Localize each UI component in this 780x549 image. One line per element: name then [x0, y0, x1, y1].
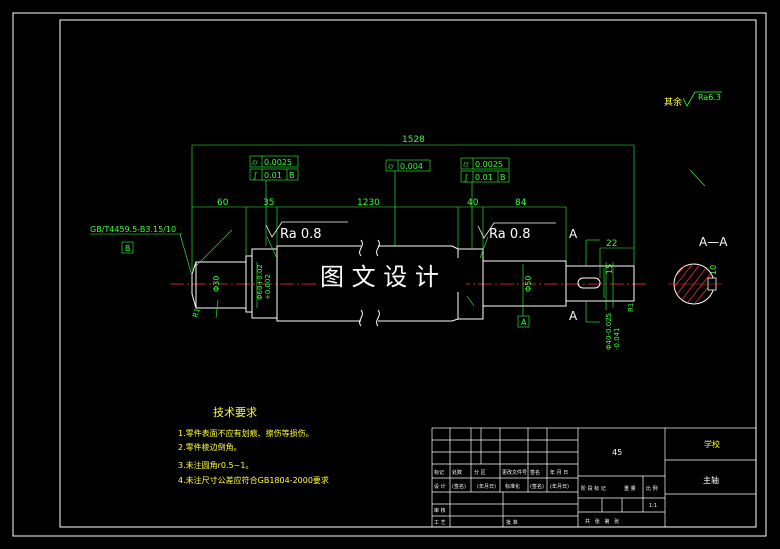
hdr-sign: 签名: [530, 469, 540, 476]
part-name: 主轴: [703, 475, 719, 485]
dim-84: 84: [515, 198, 527, 208]
design-sign: (签名): [452, 483, 466, 490]
dim-1230: 1230: [357, 198, 380, 208]
datum-b-box: [121, 241, 134, 254]
roughness-right: Ra 0.8: [489, 227, 531, 242]
watermark: 图 文 设 计: [320, 263, 439, 291]
roughness-right-icon: [477, 222, 556, 239]
dim-fit1b: +0.002: [264, 274, 272, 300]
hdr-date: 年 月 日: [550, 469, 568, 476]
tol-mid-symbol: ⌭: [388, 162, 394, 171]
design-date: (年月日): [477, 483, 496, 490]
tech-requirements: 技术要求 1.零件表面不应有划痕、擦伤等损伤。 2.零件棱边倒角。 3.未注圆角…: [178, 406, 329, 485]
dim-15: 15: [605, 264, 614, 274]
section-mark-bottom: A: [569, 309, 578, 323]
dim-fit1: Φ60+0.02: [256, 264, 264, 300]
title-block: [431, 427, 757, 528]
design-label: 设 计: [434, 483, 446, 490]
tech-item-1: 1.零件表面不应有划痕、擦伤等损伤。: [178, 428, 314, 438]
dim-10: 10: [709, 265, 718, 275]
process-label: 工 艺: [434, 520, 446, 526]
company: 学校: [704, 439, 720, 449]
weight-header: 重 量: [624, 485, 636, 492]
surface-finish-value: Ra6.3: [698, 93, 721, 102]
cross-section: [668, 263, 722, 305]
tolerance-frames: [249, 155, 510, 184]
tol-right-bottom-symbol: ∫: [464, 173, 468, 182]
tech-item-3: 3.未注圆角r0.5~1。: [178, 460, 253, 470]
surface-finish-label: 其余: [664, 96, 682, 108]
approve-label: 批 准: [506, 519, 518, 526]
roughness-symbol-icon: [682, 91, 722, 107]
surface-finish-note: 其余 Ra6.3: [664, 91, 722, 108]
dim-22: 22: [606, 239, 617, 249]
tol-mid-value: 0.004: [400, 162, 423, 171]
tol-left-bottom-symbol: ∫: [253, 171, 257, 180]
roughness-left-icon: [265, 221, 348, 238]
dim-fit2: Φ40-0.025: [605, 313, 613, 350]
tech-title: 技术要求: [213, 406, 257, 419]
tol-right-top-symbol: ⌭: [463, 160, 469, 169]
inner-border: [59, 19, 757, 528]
section-label: A—A: [699, 235, 728, 249]
hdr-count: 处数: [452, 469, 462, 476]
dim-fit2b: -0.041: [613, 327, 621, 350]
hdr-doc: 更改文件号: [502, 469, 527, 476]
dim-phi30: Φ30: [212, 276, 221, 292]
tol-right-bottom-datum: B: [500, 173, 506, 182]
hdr-mark: 标记: [434, 469, 444, 476]
tol-left-bottom-datum: B: [289, 171, 295, 180]
tol-left-top-symbol: ⌭: [252, 158, 258, 167]
standard-sign: (签名): [530, 483, 544, 490]
standard-label: 标准化: [505, 483, 520, 490]
material: 45: [612, 448, 622, 457]
sheets: 共 张 第 张: [585, 518, 619, 525]
outer-border: [12, 12, 767, 537]
roughness-marks: Ra 0.8 Ra 0.8: [265, 221, 556, 242]
dim-60: 60: [217, 198, 229, 208]
dim-r1b: R1: [627, 303, 635, 312]
watermark-bg: [316, 258, 466, 292]
tech-item-4: 4.未注尺寸公差应符合GB1804-2000要求: [178, 475, 329, 485]
dimension-texts: 1528 60 35 1230 40 84 22 15 10 Φ30 Φ50 Φ…: [191, 135, 718, 350]
section-mark-top: A: [569, 227, 578, 241]
datum-a-label: A: [521, 318, 527, 327]
roughness-left: Ra 0.8: [280, 227, 322, 242]
dimension-lines: [179, 144, 706, 323]
datum-b-label: B: [125, 244, 131, 253]
tolerance-texts: ⌭ 0.0025 ∫ 0.01 B ⌭ 0.004 ⌭ 0.0025 ∫ 0.0…: [252, 158, 506, 182]
scale-value: 1:1: [649, 503, 657, 509]
datum-a-box: [517, 315, 530, 328]
tol-right-top-value: 0.0025: [475, 160, 503, 169]
dim-40: 40: [467, 198, 479, 208]
hdr-zone: 分 区: [474, 469, 486, 476]
stage-header: 阶 段 标 记: [581, 485, 606, 492]
dim-r1: R1: [191, 307, 202, 319]
center-hole-spec: GB/T4459.5-B3.15/10: [90, 225, 176, 234]
scale-header: 比 例: [646, 485, 658, 492]
dim-overall: 1528: [402, 135, 425, 145]
tech-item-2: 2.零件棱边倒角。: [178, 442, 242, 452]
tol-right-bottom-value: 0.01: [475, 173, 493, 182]
title-block-texts: 45 学校 主轴 标记 处数 分 区 更改文件号 签名 年 月 日 设 计 (签…: [434, 439, 720, 526]
standard-date: (年月日): [550, 483, 569, 490]
review-label: 审 核: [434, 507, 446, 514]
tol-left-top-value: 0.0025: [264, 158, 292, 167]
dim-phi50: Φ50: [524, 276, 533, 292]
tol-left-bottom-value: 0.01: [264, 171, 282, 180]
dim-35: 35: [263, 198, 274, 208]
